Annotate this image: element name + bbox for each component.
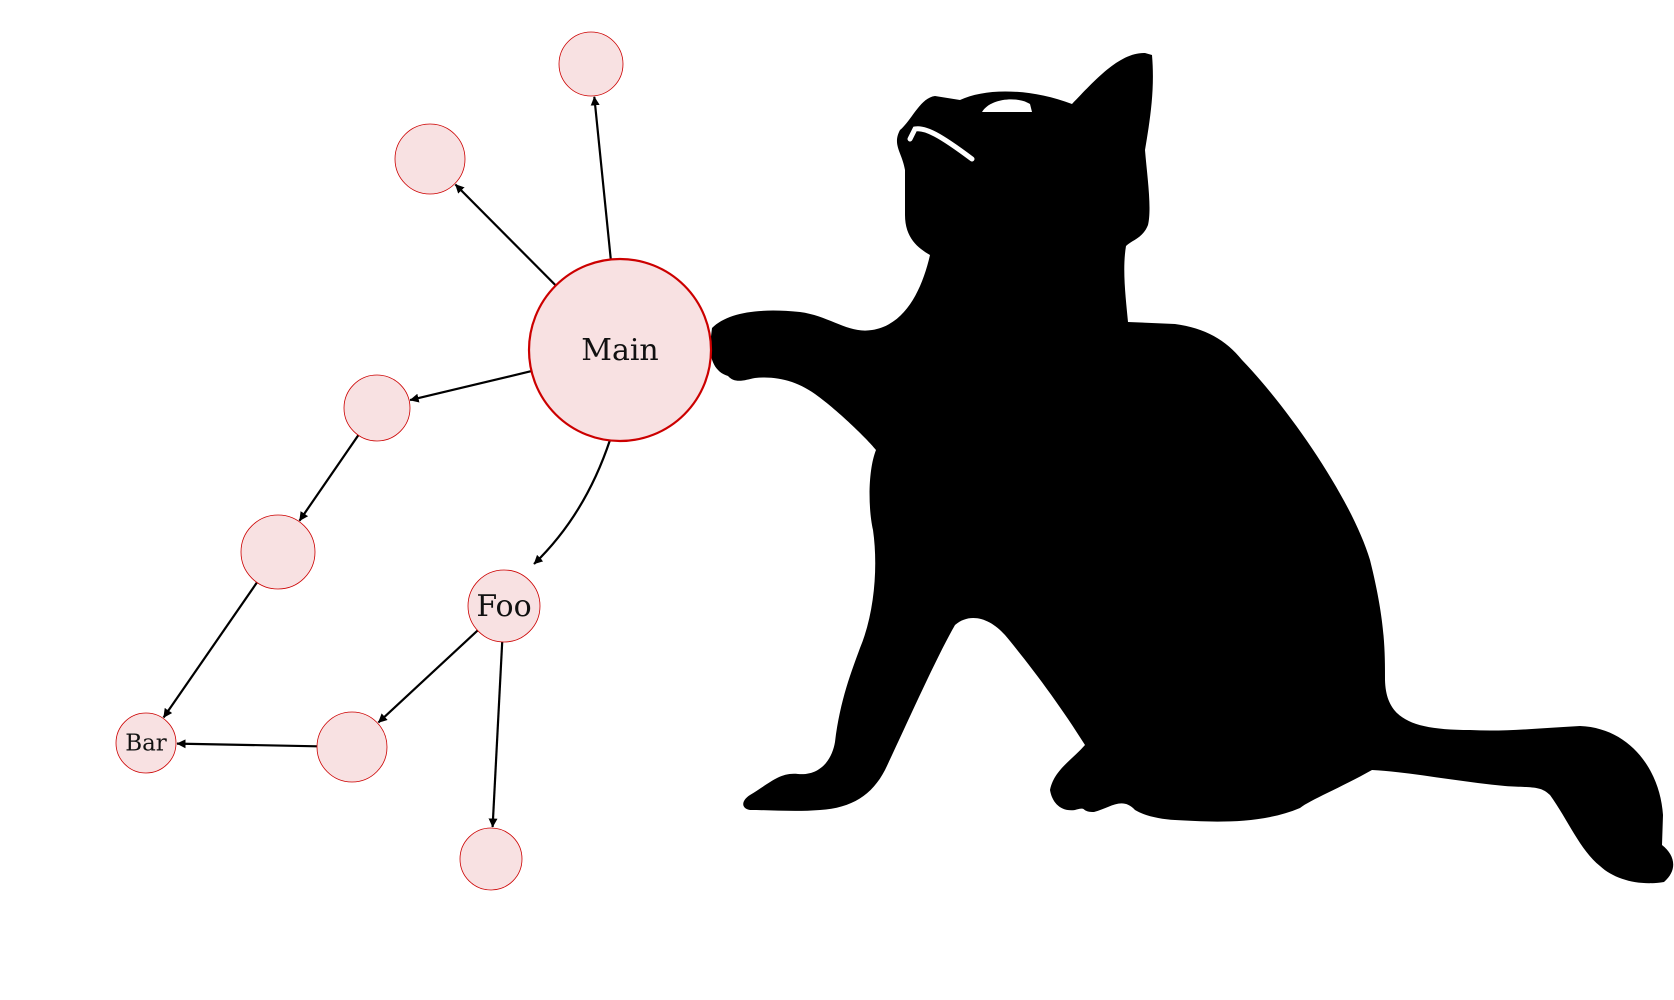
node-circle — [240, 514, 316, 590]
node-circle — [394, 123, 466, 195]
cat-eye-icon — [982, 99, 1032, 112]
node-bar: Bar — [115, 712, 177, 774]
edge-left-to-mid-left — [298, 434, 360, 522]
edges-layer — [162, 96, 612, 828]
node-circle — [115, 712, 177, 774]
node-label: Main — [581, 333, 659, 368]
node-circle — [343, 374, 411, 442]
node-main: Main — [527, 257, 713, 443]
node-label: Bar — [125, 731, 167, 757]
node-upper-left — [394, 123, 466, 195]
edge-main-to-top — [590, 96, 612, 260]
node-left — [343, 374, 411, 442]
node-circle — [459, 827, 523, 891]
cat-silhouette-icon — [710, 52, 1674, 884]
edge-below-foo-left-to-bar — [176, 739, 318, 749]
edge-mid-left-to-bar — [162, 581, 258, 719]
node-circle — [316, 711, 388, 783]
node-below-foo-left — [316, 711, 388, 783]
node-below-foo — [459, 827, 523, 891]
edge-foo-to-below-foo-left — [377, 629, 479, 724]
node-mid-left — [240, 514, 316, 590]
edge-main-to-left — [409, 370, 532, 403]
node-top — [558, 31, 624, 97]
node-foo: Foo — [467, 569, 541, 643]
node-circle — [558, 31, 624, 97]
node-circle — [527, 257, 713, 443]
edge-main-to-foo — [533, 439, 612, 565]
edge-main-to-upper-left — [454, 183, 557, 287]
node-circle — [467, 569, 541, 643]
node-label: Foo — [476, 589, 531, 624]
edge-foo-to-below-foo — [488, 641, 504, 828]
cat-mouth-icon — [907, 126, 975, 162]
